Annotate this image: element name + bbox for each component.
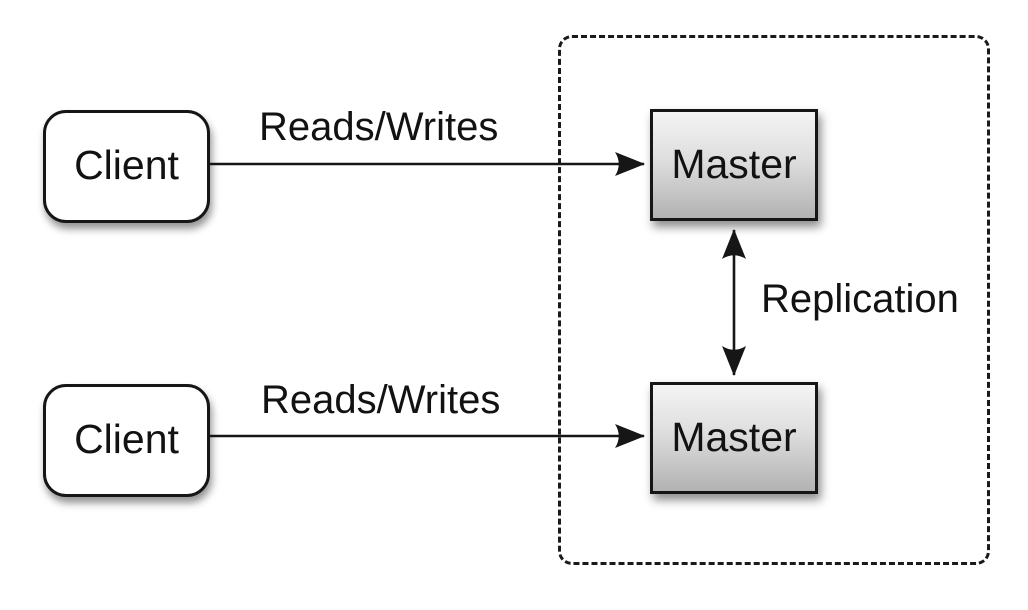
client-label: Client <box>74 416 179 462</box>
client-node-bottom: Client <box>43 384 210 497</box>
master-label: Master <box>671 140 797 187</box>
reads-writes-label-bottom: Reads/Writes <box>261 378 501 422</box>
master-node-top: Master <box>650 109 818 221</box>
client-node-top: Client <box>43 110 210 223</box>
client-label: Client <box>74 142 179 188</box>
master-label: Master <box>671 413 797 460</box>
replication-boundary <box>558 35 990 565</box>
reads-writes-label-top: Reads/Writes <box>259 105 499 149</box>
master-node-bottom: Master <box>650 382 818 494</box>
replication-label: Replication <box>761 277 959 321</box>
